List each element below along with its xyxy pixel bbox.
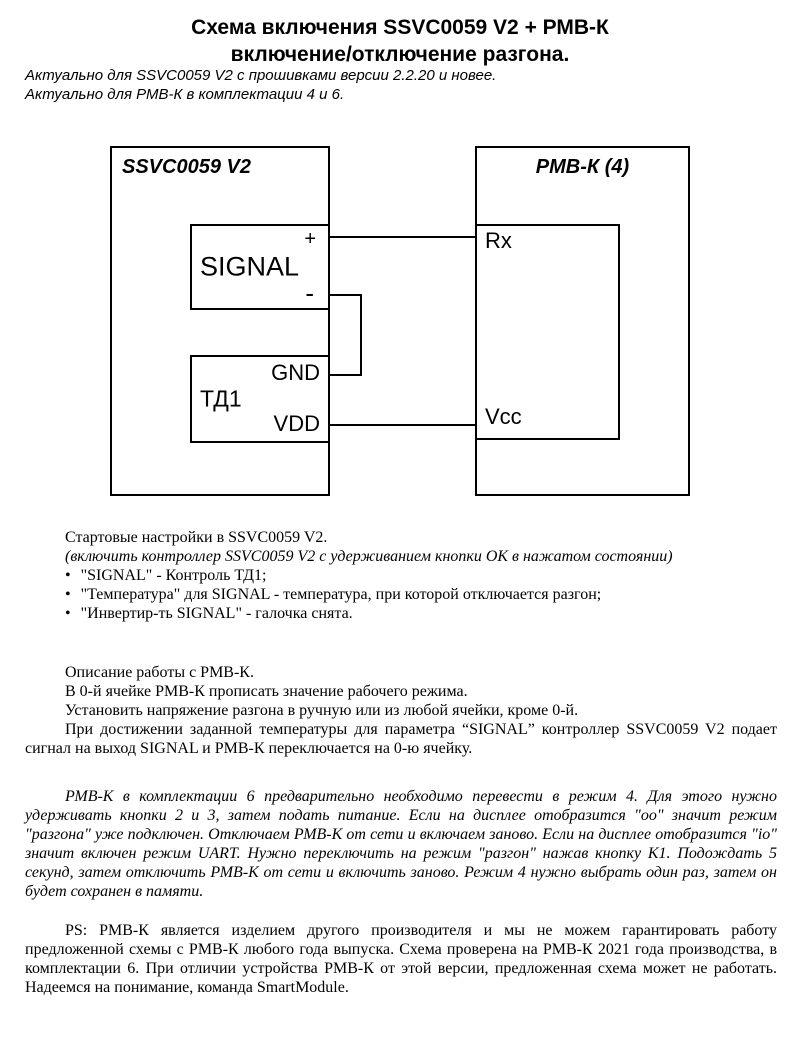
rx-terminal: Rx [485,228,512,253]
settings-bullet-text: "Температура" для SIGNAL - температура, … [80,586,602,603]
firmware-note-1: Актуально для SSVC0059 V2 с прошивками в… [25,67,497,84]
pmb-inner-block: Rx Vcc [475,224,620,440]
pmb-device-title: РМВ-К (4) [535,156,630,178]
mode-note-section: РМВ-К в комплектации 6 предварительно не… [25,787,777,901]
description-paragraph: При достижении заданной температуры для … [25,721,777,757]
mode-note-paragraph: РМВ-К в комплектации 6 предварительно не… [25,788,777,900]
page-title-line-1: Схема включения SSVC0059 V2 + РМВ-К [191,16,609,39]
settings-bullet-item: • "Инвертир-ть SIGNAL" - галочка снята. [25,604,777,623]
ps-paragraph: PS: РМВ-К является изделием другого прои… [25,922,777,996]
signal-minus-terminal: - [305,278,314,308]
settings-bullet-item: • "SIGNAL" - Контроль ТД1; [25,566,777,585]
settings-section: Стартовые настройки в SSVC0059 V2. (вклю… [25,528,777,623]
page-title: Схема включения SSVC0059 V2 + РМВ-К вклю… [0,14,800,68]
bullet-icon: • [65,567,71,584]
ssvc-device-box: SSVC0059 V2 [110,146,330,496]
wire-vdd-to-vcc [330,424,475,426]
bullet-icon: • [65,605,71,622]
wire-signal-minus-vertical [360,294,362,376]
signal-plus-terminal: + [304,228,316,250]
td1-label: ТД1 [200,385,242,412]
description-heading: Описание работы с РМВ-К. [65,664,254,681]
page-title-line-2: включение/отключение разгона. [230,43,570,66]
firmware-note-2: Актуально для РМВ-К в комплектации 4 и 6… [25,86,345,103]
settings-bullet-text: "SIGNAL" - Контроль ТД1; [80,567,267,584]
td1-block: ТД1 GND VDD [190,355,330,443]
description-line-2: Установить напряжение разгона в ручную и… [65,702,579,719]
settings-note: (включить контроллер SSVC0059 V2 с удерж… [65,548,673,565]
settings-bullet-text: "Инвертир-ть SIGNAL" - галочка снята. [80,605,353,622]
bullet-icon: • [65,586,71,603]
gnd-terminal: GND [271,360,320,385]
signal-block: SIGNAL + - [190,224,330,310]
settings-heading: Стартовые настройки в SSVC0059 V2. [65,529,328,546]
vcc-terminal: Vcc [485,404,522,429]
ssvc-device-title: SSVC0059 V2 [122,156,251,178]
description-section: Описание работы с РМВ-К. В 0-й ячейке РМ… [25,663,777,758]
wire-signal-minus-to-gnd [330,374,362,376]
ps-section: PS: РМВ-К является изделием другого прои… [25,921,777,997]
wire-signal-minus-segment-1 [330,294,362,296]
description-line-1: В 0-й ячейке РМВ-К прописать значение ра… [65,683,468,700]
wire-signal-plus-to-rx [330,236,475,238]
settings-bullet-item: • "Температура" для SIGNAL - температура,… [25,585,777,604]
vdd-terminal: VDD [273,411,320,436]
signal-label: SIGNAL [200,251,300,282]
